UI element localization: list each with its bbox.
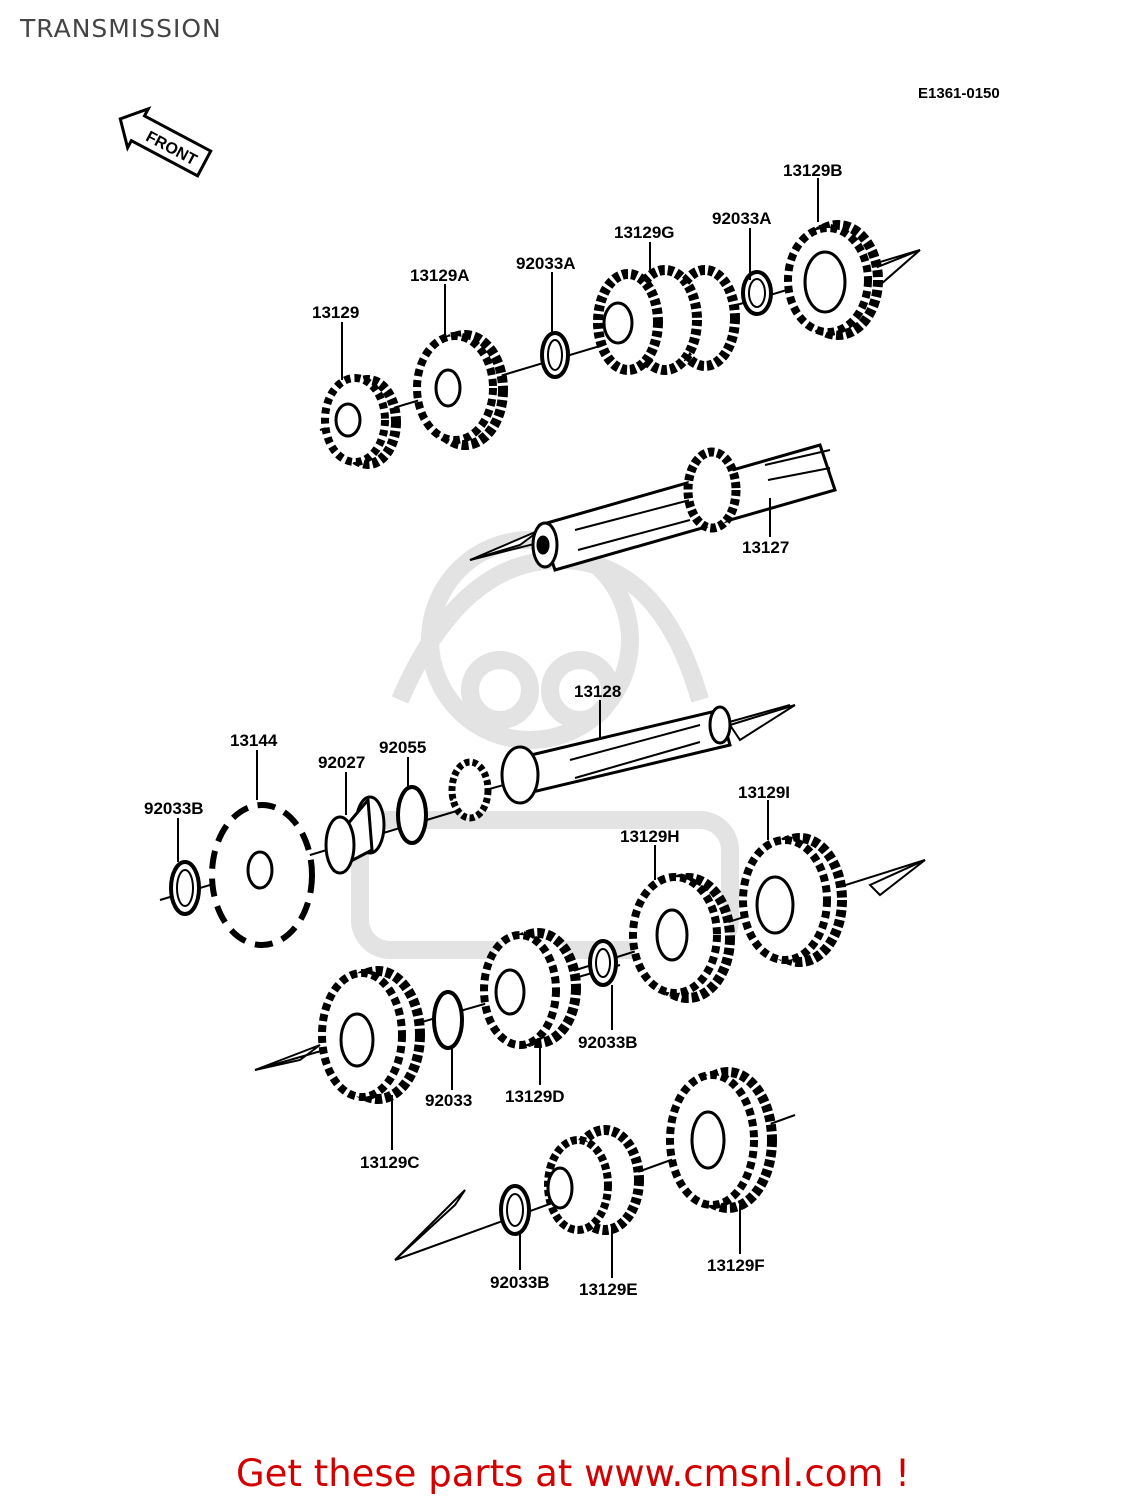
part-label[interactable]: 92027 — [318, 753, 365, 772]
circlip-92033B-left-icon — [169, 860, 201, 916]
part-label[interactable]: 13129B — [783, 161, 843, 180]
gear-13129I-icon — [739, 833, 847, 967]
exploded-parts-diagram: FRONT — [118, 106, 926, 1299]
gear-13129C-icon — [318, 966, 425, 1104]
part-label[interactable]: 13128 — [574, 682, 621, 701]
part-label[interactable]: 92033A — [516, 254, 576, 273]
shaft-13127-icon — [531, 443, 837, 572]
gear-13129A-icon — [413, 330, 508, 450]
part-label[interactable]: 13129I — [738, 783, 790, 802]
cmsnl-parts-link[interactable]: Get these parts at www.cmsnl.com ! — [235, 1452, 910, 1495]
part-label[interactable]: 13129H — [620, 827, 680, 846]
gear-13129F-icon — [666, 1067, 777, 1213]
circlip-92033A-left-icon — [540, 331, 570, 379]
oring-92055-icon — [396, 785, 428, 845]
collar-92027-icon — [324, 795, 386, 875]
page-title: TRANSMISSION — [20, 14, 222, 43]
diagram-code: E1361-0150 — [918, 85, 1000, 102]
part-label[interactable]: 92033 — [425, 1091, 472, 1110]
leader-lines — [177, 178, 819, 1278]
part-label[interactable]: 13129F — [707, 1256, 765, 1275]
parts-drawings — [169, 220, 883, 1236]
shaft-13128-icon — [448, 705, 732, 822]
part-label[interactable]: 13129D — [505, 1087, 565, 1106]
gear-13129D-icon — [480, 928, 581, 1049]
circlip-92033A-right-icon — [741, 270, 773, 316]
part-label[interactable]: 13127 — [742, 538, 789, 557]
part-label[interactable]: 13129 — [312, 303, 359, 322]
gear-13129E-icon — [544, 1125, 644, 1235]
part-label[interactable]: 13144 — [230, 731, 278, 750]
part-label[interactable]: 92055 — [379, 738, 426, 757]
part-labels: 13129B 13129G 92033A 92033A 13129A 13129… — [144, 161, 843, 1299]
gear-13129B-icon — [784, 220, 883, 340]
circlip-92033B-bottom-icon — [499, 1184, 531, 1236]
circlip-92033B-mid-icon — [588, 939, 618, 987]
part-label[interactable]: 13129C — [360, 1153, 420, 1172]
part-label[interactable]: 92033B — [144, 799, 204, 818]
part-label[interactable]: 92033B — [490, 1273, 550, 1292]
circlip-92033-icon — [432, 990, 464, 1050]
gear-13129H-icon — [629, 873, 735, 1003]
part-label[interactable]: 92033B — [578, 1033, 638, 1052]
sprocket-13144-icon — [209, 802, 315, 948]
part-label[interactable]: 13129G — [614, 223, 675, 242]
gear-13129-icon — [321, 374, 401, 469]
gear-13129G-icon — [593, 265, 740, 375]
part-label[interactable]: 92033A — [712, 209, 772, 228]
part-label[interactable]: 13129E — [579, 1280, 638, 1299]
part-label[interactable]: 13129A — [410, 266, 470, 285]
front-arrow-icon: FRONT — [118, 106, 213, 178]
